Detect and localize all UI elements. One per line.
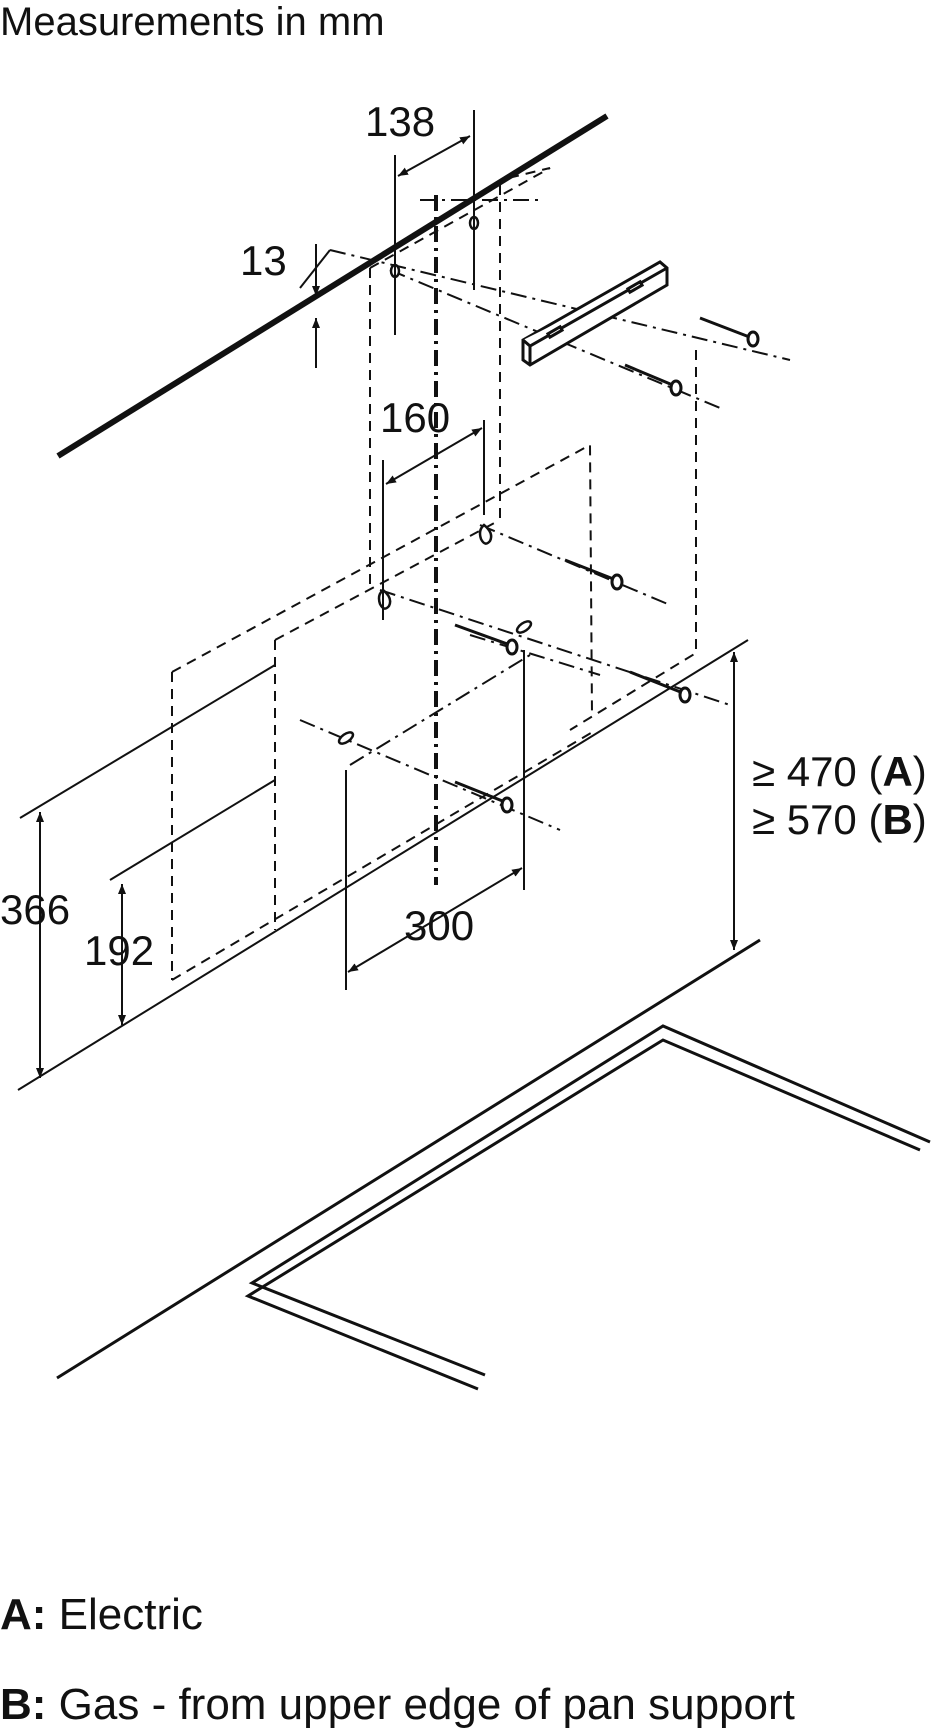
measurements-heading: Measurements in mm: [0, 0, 385, 44]
extension-lines: [17, 110, 749, 1091]
screw-mid-right: [564, 558, 624, 591]
screw-mid-left: [454, 623, 519, 656]
dim-300-line: [347, 867, 523, 973]
legend-key-b: B:: [0, 1680, 47, 1729]
screw-top-left: [624, 363, 683, 397]
legend-gas: B: Gas - from upper edge of pan support: [0, 1680, 795, 1730]
screws: [454, 316, 760, 814]
dim-160-label: 160: [380, 394, 450, 441]
centre-lines: [299, 195, 791, 885]
hob-outline: [56, 938, 931, 1391]
dim-366-label: 366: [0, 886, 70, 933]
dimension-lines: [36, 135, 738, 1078]
legend-key-a: A:: [0, 1590, 47, 1639]
dim-160-line: [385, 427, 483, 485]
dim-192-label: 192: [84, 927, 154, 974]
ceiling-edge-line: [56, 113, 609, 459]
height-gas-label: ≥ 570 (B): [752, 796, 927, 843]
dim-300-label: 300: [404, 902, 474, 949]
height-electric-label: ≥ 470 (A): [752, 748, 927, 795]
dim-13-label: 13: [240, 237, 287, 284]
legend-electric: A: Electric: [0, 1590, 203, 1640]
screw-top-right: [699, 316, 760, 348]
dim-138-line: [397, 135, 471, 177]
dim-138-label: 138: [365, 98, 435, 145]
screw-lower-left: [454, 780, 514, 814]
mounting-bracket: [521, 260, 669, 367]
hood-outline-dashed: [171, 167, 697, 981]
legend-text-a: Electric: [46, 1590, 203, 1639]
screw-lower-right: [629, 670, 692, 704]
legend-text-b: Gas - from upper edge of pan support: [46, 1680, 795, 1729]
